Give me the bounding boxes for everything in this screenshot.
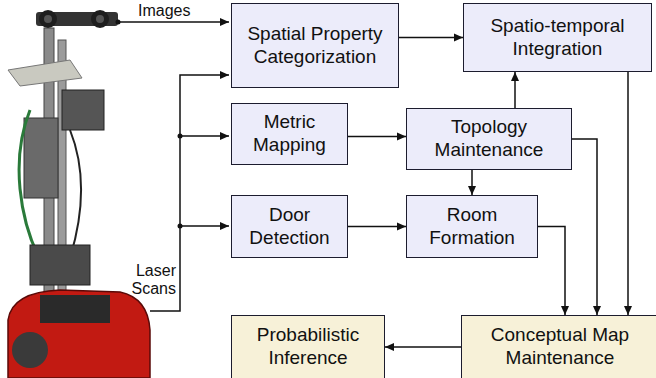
process-box: Metric Mapping [231, 103, 348, 165]
flow-arrow [572, 139, 597, 315]
flow-arrow [348, 136, 406, 138]
robot [8, 10, 150, 378]
box-label: Conceptual Map Maintenance [468, 324, 652, 370]
flow-arrow [538, 227, 565, 316]
wire-dot [178, 134, 183, 139]
flow-arrow [385, 346, 461, 348]
process-box: Conceptual Map Maintenance [461, 315, 656, 378]
flow-arrow [514, 72, 516, 108]
flow-arrow [348, 226, 406, 228]
box-label: Spatio-temporal Integration [470, 15, 645, 61]
box-label: Probabilistic Inference [238, 324, 378, 370]
process-box: Spatial Property Categorization [231, 3, 399, 88]
process-box: Probabilistic Inference [231, 315, 385, 378]
process-box: Topology Maintenance [406, 108, 572, 170]
flow-arrow [399, 37, 463, 39]
box-label: Door Detection [238, 204, 341, 250]
signal-label: Images [138, 2, 208, 20]
images-wire [118, 21, 229, 23]
box-label: Room Formation [413, 204, 531, 250]
flow-arrow [627, 72, 629, 315]
signal-label: Laser Scans [118, 262, 176, 299]
process-box: Door Detection [231, 195, 348, 258]
box-label: Spatial Property Categorization [238, 23, 392, 69]
laser-wire [180, 135, 229, 137]
process-box: Spatio-temporal Integration [463, 3, 652, 72]
flow-arrow [471, 170, 473, 195]
wire-dot [178, 224, 183, 229]
process-box: Room Formation [406, 195, 538, 258]
box-label: Topology Maintenance [413, 116, 565, 162]
box-label: Metric Mapping [238, 111, 341, 157]
laser-wire [180, 225, 229, 227]
